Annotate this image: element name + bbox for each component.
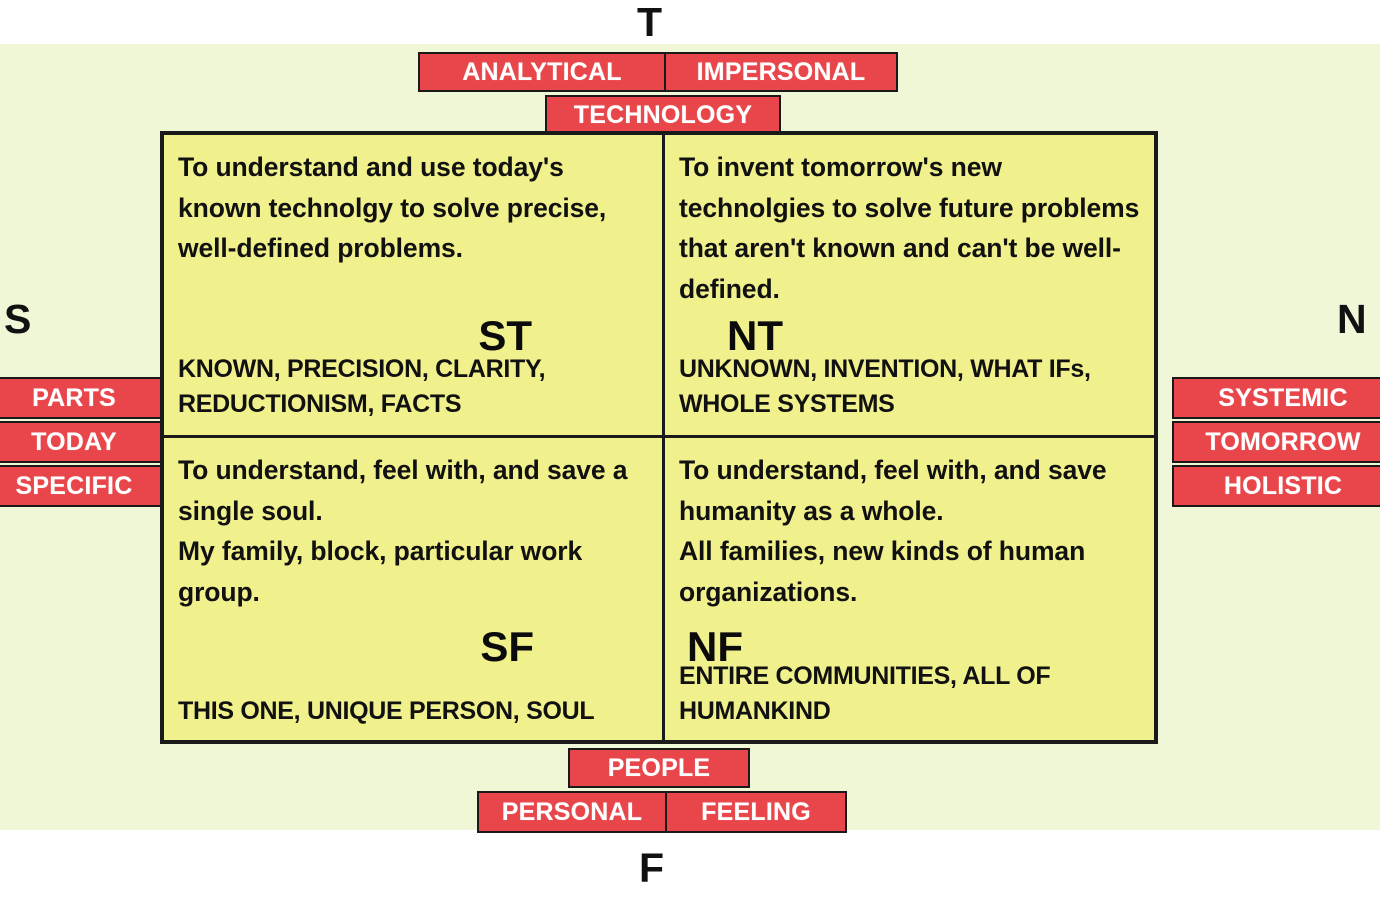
quadrant-nf-code: NF bbox=[687, 623, 743, 670]
chip-feeling: FEELING bbox=[665, 791, 847, 833]
chip-analytical: ANALYTICAL bbox=[418, 52, 666, 92]
quadrant-nt-keywords: UNKNOWN, INVENTION, WHAT IFs, WHOLE SYST… bbox=[679, 355, 1091, 418]
quadrant-st-description: To understand and use today's known tech… bbox=[178, 152, 607, 264]
quadrant-sf-description: To understand, feel with, and save a sin… bbox=[178, 455, 628, 607]
chip-holistic: HOLISTIC bbox=[1172, 465, 1380, 507]
quadrant-st-keywords: KNOWN, PRECISION, CLARITY, REDUCTIONISM,… bbox=[178, 355, 546, 418]
chip-parts: PARTS bbox=[0, 377, 162, 419]
chip-specific: SPECIFIC bbox=[0, 465, 162, 507]
quadrant-st-code: ST bbox=[478, 312, 532, 359]
quadrant-nt-description: To invent tomorrow's new technolgies to … bbox=[679, 152, 1140, 304]
quadrant-nf: To understand, feel with, and save human… bbox=[665, 438, 1154, 740]
quadrant-nf-keywords: ENTIRE COMMUNITIES, ALL OF HUMANKIND bbox=[679, 662, 1051, 725]
chip-people: PEOPLE bbox=[568, 748, 750, 788]
quadrant-nt-code: NT bbox=[727, 312, 783, 359]
chip-technology: TECHNOLOGY bbox=[545, 95, 781, 135]
chip-personal: PERSONAL bbox=[477, 791, 667, 833]
quadrant-nt: To invent tomorrow's new technolgies to … bbox=[665, 135, 1154, 438]
axis-pole-intuition: N bbox=[1337, 296, 1367, 342]
axis-pole-sensing: S bbox=[4, 296, 32, 342]
quadrant-sf-code: SF bbox=[480, 623, 534, 670]
axis-pole-feeling: F bbox=[639, 845, 665, 891]
quadrant-st: To understand and use today's known tech… bbox=[164, 135, 665, 438]
quadrant-sf-keywords: THIS ONE, UNIQUE PERSON, SOUL bbox=[178, 696, 595, 725]
chip-today: TODAY bbox=[0, 421, 162, 463]
chip-impersonal: IMPERSONAL bbox=[664, 52, 898, 92]
chip-tomorrow: TOMORROW bbox=[1172, 421, 1380, 463]
quadrant-sf: To understand, feel with, and save a sin… bbox=[164, 438, 665, 740]
axis-pole-thinking: T bbox=[637, 0, 663, 45]
quadrant-matrix: To understand and use today's known tech… bbox=[160, 131, 1158, 744]
quadrant-nf-description: To understand, feel with, and save human… bbox=[679, 455, 1107, 607]
chip-systemic: SYSTEMIC bbox=[1172, 377, 1380, 419]
